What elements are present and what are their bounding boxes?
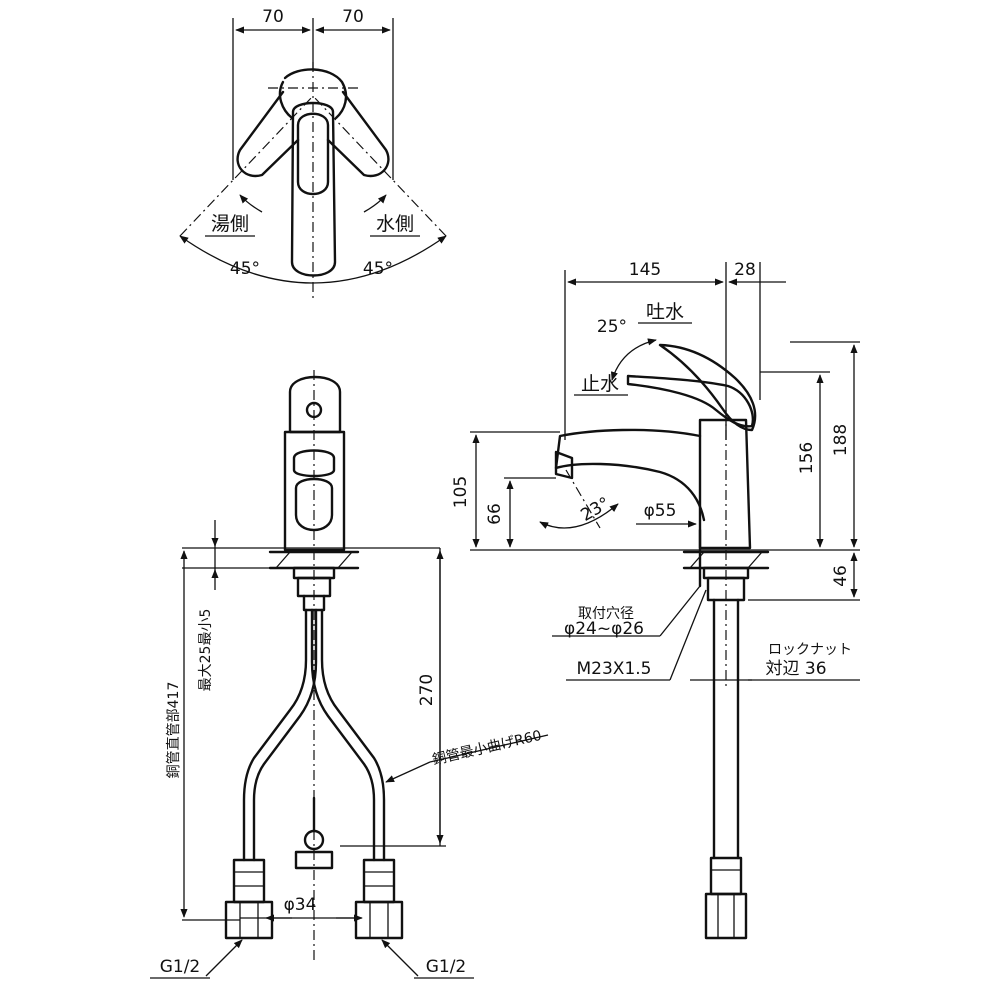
hole-label: 取付穴径 bbox=[578, 606, 634, 622]
thread-left-label: G1/2 bbox=[160, 957, 201, 977]
right-supply-pipe-inner bbox=[320, 608, 386, 862]
water-off-label: 止水 bbox=[581, 373, 619, 395]
front-lock-nut bbox=[296, 576, 332, 598]
lock-nut-label: ロックナット bbox=[768, 642, 852, 658]
lever-closed bbox=[626, 374, 755, 428]
left-supply-pipe bbox=[242, 608, 308, 862]
left-supply-pipe-inner bbox=[252, 608, 318, 862]
outlet-height-label: 66 bbox=[485, 503, 505, 525]
lever-angle-label: 25° bbox=[597, 317, 627, 337]
spout-outlet bbox=[554, 450, 574, 480]
reach-dim-label: 145 bbox=[629, 260, 661, 280]
spout-angle-label: 23° bbox=[577, 493, 613, 525]
right-fitting bbox=[354, 858, 404, 940]
max-min-label: 最大25最小5 bbox=[198, 609, 214, 692]
side-lock-nut bbox=[706, 576, 746, 602]
lever-center bbox=[290, 101, 337, 277]
side-view: 145 28 25° 吐水 止水 105 66 23° φ55 bbox=[451, 260, 860, 940]
left-fitting bbox=[224, 858, 274, 940]
base-diameter-label: φ55 bbox=[644, 501, 677, 521]
angle-left-label: 45° bbox=[230, 259, 260, 279]
bend-radius-label: 銅管最小曲げR60 bbox=[431, 728, 543, 769]
cold-side-label: 水側 bbox=[376, 213, 414, 235]
spacing-label: φ34 bbox=[284, 895, 317, 915]
hole-size-label: φ24~φ26 bbox=[564, 619, 644, 639]
pipe-straight-label: 銅管直管部417 bbox=[165, 682, 182, 779]
handle-ghost-right bbox=[326, 90, 390, 178]
front-handle bbox=[288, 375, 342, 434]
side-body bbox=[698, 418, 752, 550]
front-aerator bbox=[292, 449, 336, 478]
lock-nut-size-label: 対辺 36 bbox=[765, 659, 826, 679]
front-view: 最大25最小5 銅管直管部417 270 銅管最小曲げR60 φ34 G1/2 … bbox=[150, 370, 549, 979]
spout-height-label: 105 bbox=[451, 476, 471, 508]
pipe-length-label: 270 bbox=[417, 674, 437, 706]
front-spout-face bbox=[294, 477, 334, 532]
angle-right-label: 45° bbox=[363, 259, 393, 279]
side-fitting bbox=[704, 856, 748, 940]
below-deck-label: 46 bbox=[831, 565, 851, 587]
handle-ghost-left bbox=[236, 90, 300, 178]
handle-top-outline bbox=[283, 68, 348, 120]
front-body bbox=[283, 430, 346, 552]
top-dim-right: 70 bbox=[342, 7, 364, 27]
right-supply-pipe bbox=[310, 608, 376, 862]
total-height-label: 188 bbox=[831, 424, 851, 456]
top-dim-left: 70 bbox=[262, 7, 284, 27]
mount-plate bbox=[294, 850, 334, 870]
hot-side-label: 湯側 bbox=[211, 213, 249, 235]
lever-inner bbox=[296, 112, 330, 196]
lever-dim-label: 28 bbox=[734, 260, 756, 280]
thread-spec-label: M23X1.5 bbox=[577, 659, 652, 679]
water-on-label: 吐水 bbox=[646, 301, 684, 323]
handle-cap bbox=[278, 80, 294, 120]
lever-raised bbox=[658, 343, 757, 432]
thread-right-label: G1/2 bbox=[426, 957, 467, 977]
side-spout bbox=[554, 428, 706, 522]
front-shank bbox=[302, 594, 326, 612]
top-view: 70 70 湯側 水側 45° 45° bbox=[179, 7, 447, 298]
lever-height-label: 156 bbox=[797, 442, 817, 474]
